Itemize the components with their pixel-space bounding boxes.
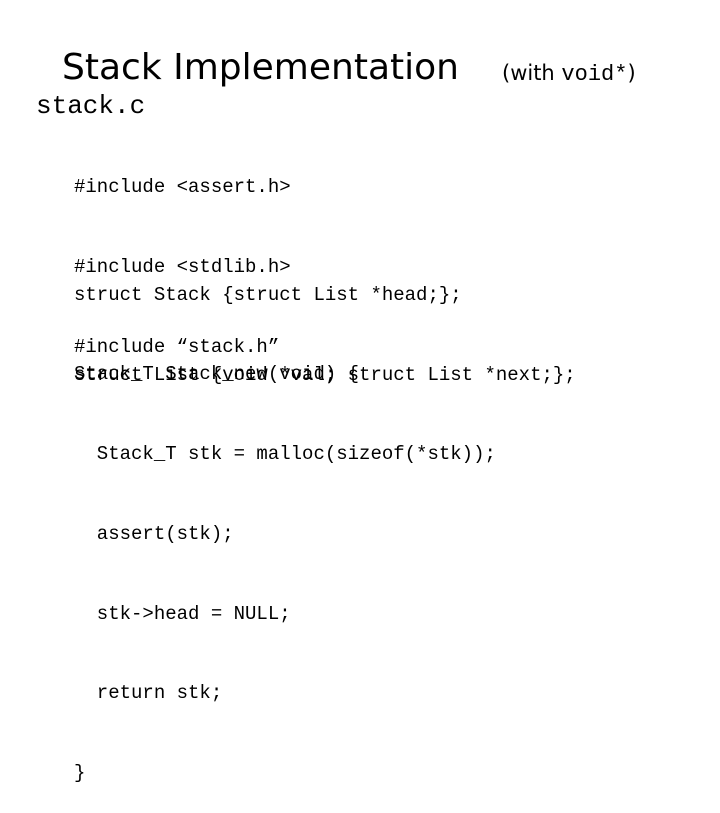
struct-list-line: struct List {void *val; struct List *nex… [74, 363, 576, 386]
file-name: stack.c [36, 91, 146, 121]
include-line-assert: #include <assert.h> [74, 176, 291, 199]
struct-stack-line: struct Stack {struct List *head;}; [74, 284, 462, 307]
function-return-line: return stk; [74, 682, 223, 705]
function-close-brace-line: } [74, 762, 86, 785]
function-assert-line: assert(stk); [74, 522, 234, 545]
slide-title: Stack Implementation [62, 47, 459, 88]
function-signature-line: Stack_T Stack_new(void) { [74, 363, 360, 386]
include-line-stack: #include “stack.h” [74, 335, 280, 358]
slide-subtitle: (with void*) [502, 58, 636, 90]
subtitle-suffix: ) [627, 61, 636, 85]
function-malloc-line: Stack_T stk = malloc(sizeof(*stk)); [74, 442, 496, 465]
subtitle-prefix: (with [502, 61, 562, 85]
struct-block: struct Stack {struct List *head;}; struc… [74, 229, 576, 415]
subtitle-code: void* [561, 62, 628, 87]
include-line-stdlib: #include <stdlib.h> [74, 255, 291, 278]
include-block: #include <assert.h> #include <stdlib.h> … [74, 121, 291, 387]
function-head-null-line: stk->head = NULL; [74, 602, 291, 625]
function-block: Stack_T Stack_new(void) { Stack_T stk = … [74, 308, 496, 813]
